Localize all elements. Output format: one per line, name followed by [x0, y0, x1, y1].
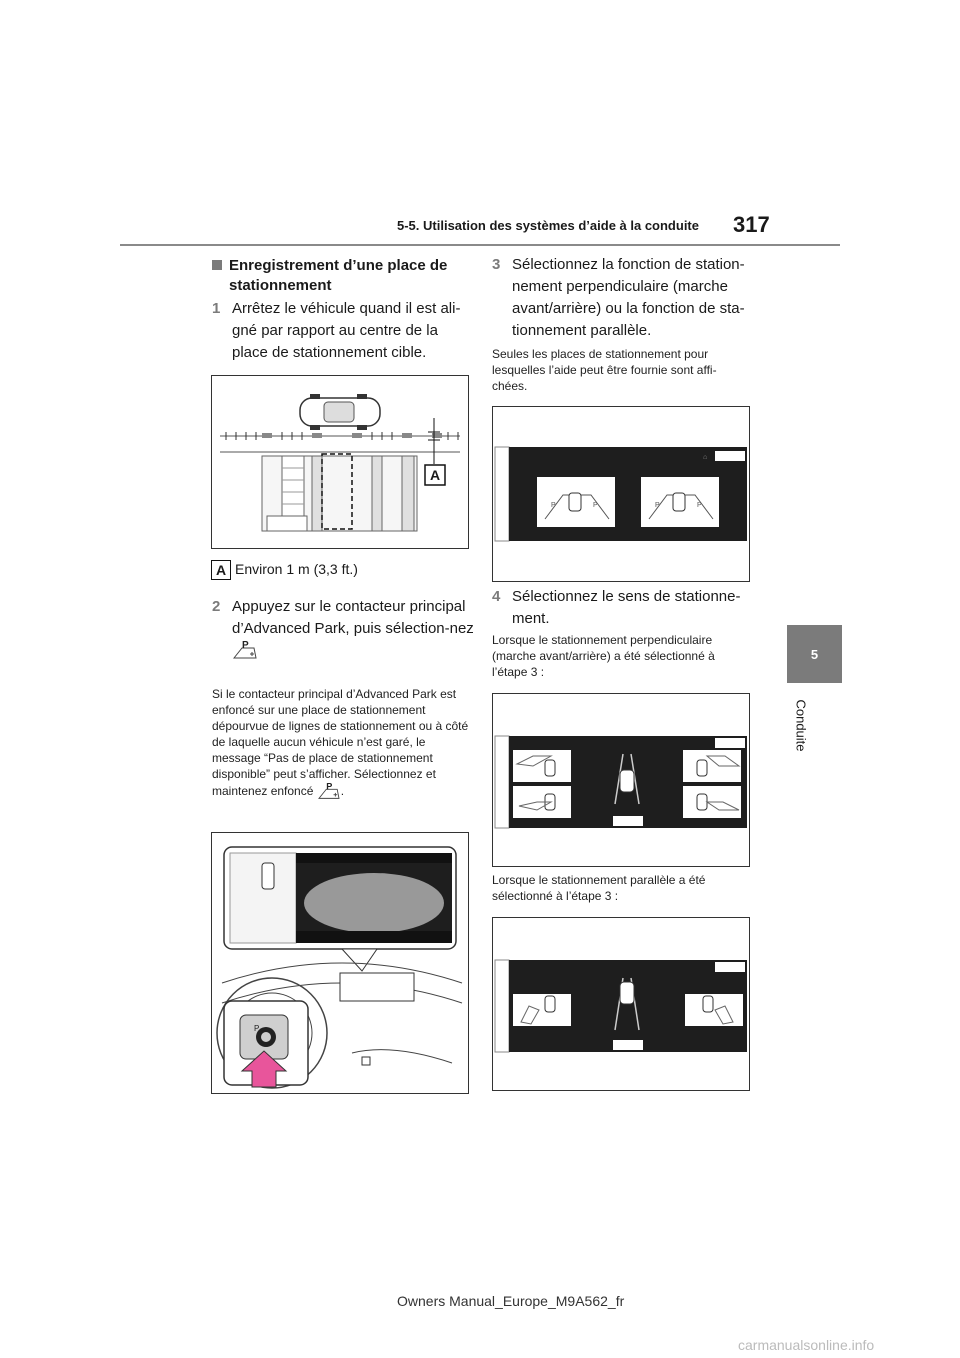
section-title: 5-5. Utilisation des systèmes d’aide à l… — [397, 218, 699, 233]
step-4: 4 Sélectionnez le sens de stationne-ment… — [492, 586, 754, 630]
chapter-tab[interactable]: 5 — [787, 625, 842, 683]
svg-text:P: P — [242, 640, 249, 651]
manual-id: Owners Manual_Europe_M9A562_fr — [397, 1293, 625, 1309]
figure-function-select: ⌂ P P P P — [492, 406, 750, 582]
car-top-view-icon — [299, 394, 381, 430]
note-text: Si le contacteur principal d’Advanced Pa… — [212, 687, 469, 799]
svg-text:⌂: ⌂ — [703, 454, 707, 461]
svg-text:P: P — [254, 1024, 259, 1033]
step-text: Appuyez sur le contacteur principal d’Ad… — [232, 598, 474, 637]
figure-callout-a: A — [429, 467, 441, 483]
chapter-label: Conduite — [793, 699, 809, 752]
note-3: Seules les places de stationnement pour … — [492, 347, 717, 393]
step-text: Sélectionnez la fonction de station-neme… — [512, 256, 745, 339]
callout-a-text: Environ 1 m (3,3 ft.) — [235, 561, 358, 577]
svg-text:P: P — [697, 502, 702, 509]
note-4a: Lorsque le stationnement perpendiculaire… — [492, 633, 715, 679]
callout-a-box: A — [211, 560, 231, 580]
figure-dashboard: P — [211, 832, 469, 1094]
svg-text:P: P — [551, 502, 556, 509]
step-1: 1 Arrêtez le véhicule quand il est ali-g… — [212, 298, 467, 364]
step-3: 3 Sélectionnez la fonction de station-ne… — [492, 254, 754, 342]
step-number: 3 — [492, 256, 501, 273]
page-number: 317 — [733, 212, 770, 237]
figure-parallel-direction — [492, 917, 750, 1091]
parking-assist-icon: P — [317, 781, 341, 802]
svg-text:P: P — [326, 782, 332, 791]
watermark[interactable]: carmanualsonline.info — [738, 1337, 875, 1353]
callout-legend: A Environ 1 m (3,3 ft.) — [211, 560, 467, 582]
note-1: Si le contacteur principal d’Advanced Pa… — [212, 686, 470, 802]
figure-perpendicular-direction — [492, 693, 750, 867]
section-heading: Enregistrement d’une place de stationnem… — [212, 256, 472, 296]
svg-text:P: P — [593, 502, 598, 509]
step-number: 4 — [492, 588, 501, 605]
section-heading-text: Enregistrement d’une place de stationnem… — [229, 257, 448, 294]
note-end: . — [340, 784, 345, 799]
parking-assist-icon[interactable]: P — [232, 640, 258, 662]
step-2: 2 Appuyez sur le contacteur principal d’… — [212, 596, 474, 662]
step-text: Sélectionnez le sens de stationne-ment. — [512, 588, 741, 627]
chapter-label-wrap: Conduite — [775, 690, 815, 760]
heading-bullet-icon — [212, 260, 222, 270]
figure-parking-space: A — [211, 375, 469, 549]
finger-press-arrow-icon — [240, 1050, 288, 1088]
note-4b: Lorsque le stationnement parallèle a été… — [492, 873, 706, 903]
step-number: 2 — [212, 598, 221, 615]
svg-text:P: P — [655, 502, 660, 509]
step-text: Arrêtez le véhicule quand il est ali-gné… — [232, 300, 461, 361]
step-number: 1 — [212, 300, 221, 317]
header-divider — [120, 244, 840, 246]
